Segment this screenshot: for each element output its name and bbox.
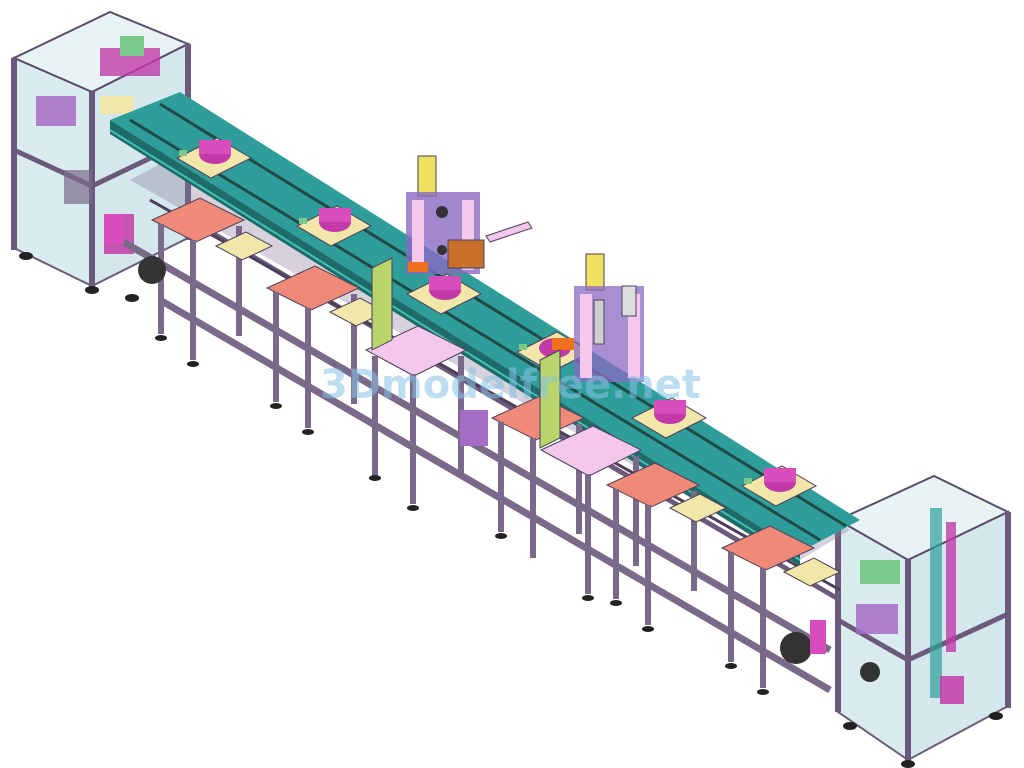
side-panels [104, 214, 826, 654]
press-station-1 [406, 155, 533, 274]
work-tables [150, 197, 816, 695]
conveyor-pallets [175, 137, 818, 507]
motor-right [780, 632, 812, 664]
watermark-text: 3Dmodelfree.net [320, 362, 701, 408]
press-station-2 [552, 253, 644, 382]
guard-posts [371, 257, 561, 449]
right-enclosure [835, 474, 1011, 768]
motor-left [138, 256, 166, 284]
